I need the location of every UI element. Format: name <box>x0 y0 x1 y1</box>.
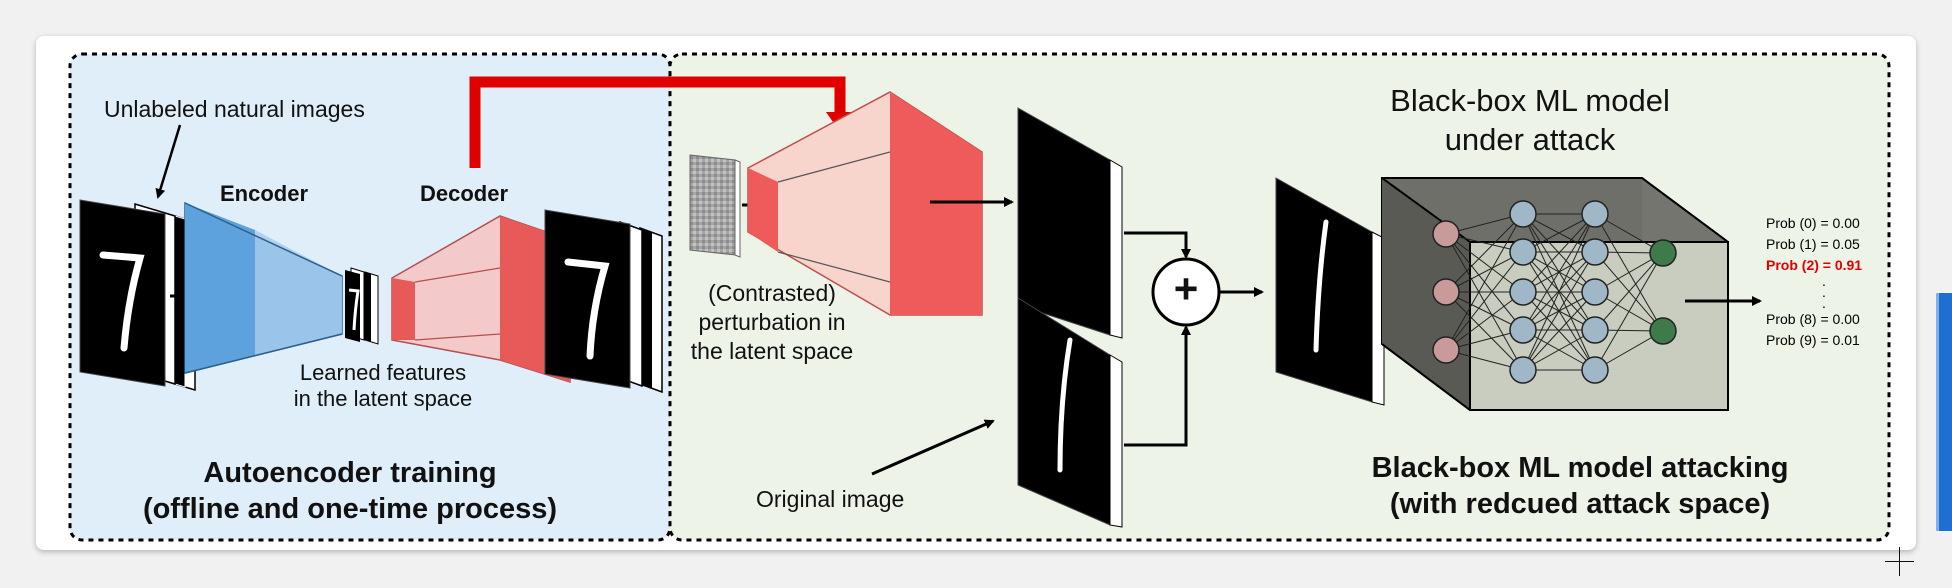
perturbation-output-image <box>1017 107 1123 339</box>
network-node <box>1649 317 1677 345</box>
latent-image-stack <box>345 267 379 345</box>
probability-item: Prob (2) = 0.91 <box>1766 257 1863 273</box>
network-node <box>1432 220 1460 248</box>
network-edge <box>1445 213 1524 293</box>
decoder-label: Decoder <box>420 181 509 206</box>
network-edge <box>1445 251 1524 351</box>
red-connection-arrow <box>469 76 846 168</box>
network-edge <box>1445 291 1524 331</box>
blackbox-model-label: Black-box ML model under attack <box>1390 83 1670 157</box>
network-node <box>1581 278 1609 306</box>
network-node <box>1509 278 1537 306</box>
network-edge <box>1445 251 1524 293</box>
network-node <box>1581 316 1609 344</box>
encoder-block <box>184 201 343 374</box>
network-node <box>1509 356 1537 384</box>
network-edge <box>1522 213 1596 331</box>
network-edge <box>1594 252 1664 371</box>
network-node <box>1509 200 1537 228</box>
probability-item: Prob (8) = 0.00 <box>1766 311 1860 327</box>
network-edge <box>1522 213 1596 371</box>
perturbation-label: (Contrasted) perturbation in the latent … <box>690 280 854 364</box>
sum-node <box>1151 257 1221 327</box>
network-edge <box>1445 213 1524 351</box>
network-edge <box>1445 291 1524 351</box>
probability-item: . <box>1822 273 1826 289</box>
unlabeled-images-label: Unlabeled natural images <box>104 96 365 122</box>
probability-item: . <box>1822 295 1826 311</box>
plus-symbol: + <box>1173 265 1199 312</box>
network-node <box>1581 356 1609 384</box>
input-image-stack <box>79 199 196 392</box>
network-edge <box>1594 252 1664 331</box>
network-node <box>1509 238 1537 266</box>
output-image-stack <box>544 209 663 394</box>
network-node <box>1432 278 1460 306</box>
original-image-label: Original image <box>756 486 905 512</box>
crosshair-cursor-icon <box>1885 547 1914 576</box>
network-node <box>1581 200 1609 228</box>
attack-title: Black-box ML model attacking (with redcu… <box>1371 452 1789 521</box>
probability-item: Prob (1) = 0.05 <box>1766 236 1860 252</box>
adversarial-image <box>1275 177 1385 406</box>
probability-item: . <box>1822 284 1826 300</box>
network-edge <box>1445 233 1524 293</box>
noise-image <box>689 154 741 258</box>
network-node <box>1581 238 1609 266</box>
network-edge <box>1445 233 1524 371</box>
network-edge <box>1445 291 1524 371</box>
network-node <box>1509 316 1537 344</box>
autoencoder-title: Autoencoder training (offline and one-ti… <box>142 457 558 526</box>
learned-features-label: Learned features in the latent space <box>293 360 473 412</box>
original-image <box>1017 297 1123 528</box>
network-edge <box>1522 251 1596 371</box>
probability-item: Prob (9) = 0.01 <box>1766 332 1860 348</box>
encoder-label: Encoder <box>220 181 309 206</box>
neural-network <box>1432 200 1677 384</box>
network-node <box>1432 336 1460 364</box>
network-edge <box>1522 213 1596 293</box>
network-edge <box>1522 291 1596 371</box>
probability-item: Prob (0) = 0.00 <box>1766 215 1860 231</box>
edge-window-fragment <box>1936 293 1952 531</box>
network-node <box>1649 239 1677 267</box>
